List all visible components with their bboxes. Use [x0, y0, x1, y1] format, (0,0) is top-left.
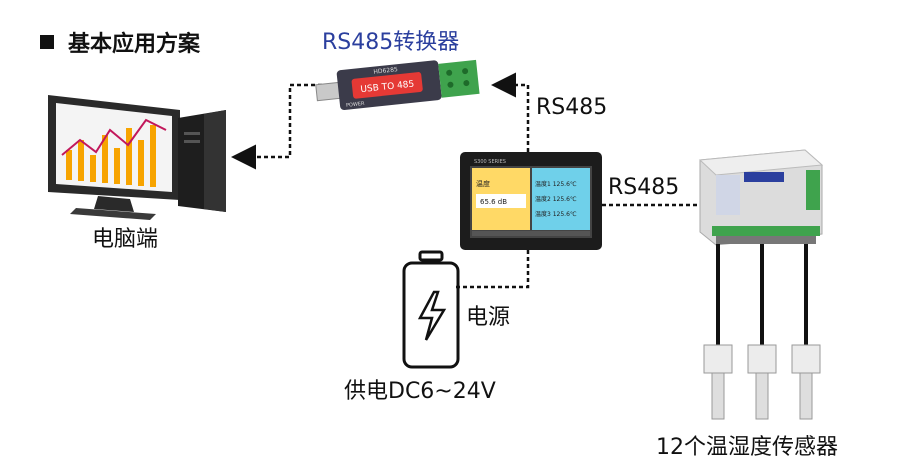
- hmi-to-converter-line: [491, 72, 530, 152]
- usb-to-pc-line: [231, 83, 322, 170]
- hmi-right-row-1: 温度1 125.6℃: [535, 180, 577, 188]
- sensors-label: 12个温湿度传感器: [656, 435, 838, 460]
- rs485-top-label: RS485: [536, 95, 607, 120]
- page-title-text: 基本应用方案: [68, 32, 201, 57]
- usb-converter-device: USB TO 485 HD6285 POWER: [315, 59, 480, 110]
- pc-label: 电脑端: [92, 227, 158, 252]
- page-title: 基本应用方案: [40, 26, 200, 58]
- converter-model-text: HD6285: [373, 66, 398, 76]
- pc-monitor-icon: [48, 95, 226, 220]
- rs485-right-label: RS485: [608, 175, 679, 200]
- hmi-series-text: S300 SERIES: [474, 159, 506, 165]
- acquisition-module-device: [698, 149, 824, 246]
- hmi-left-row-1: 温度: [476, 179, 490, 188]
- battery-power-icon: [402, 250, 460, 369]
- sensor-cables: [716, 244, 808, 345]
- connection-lines: [231, 72, 700, 289]
- sensor-probe-2: [747, 344, 777, 420]
- power-label: 电源: [466, 305, 510, 330]
- hmi-right-row-3: 温度3 125.6℃: [535, 210, 577, 218]
- sensor-probe-3: [791, 344, 821, 420]
- sensor-probe-1: [703, 344, 733, 420]
- power-to-hmi-line: [456, 250, 530, 289]
- converter-power-text: POWER: [346, 101, 366, 109]
- supply-label: 供电DC6~24V: [344, 379, 496, 404]
- square-bullet-icon: [40, 35, 54, 49]
- hmi-left-row-2: 65.6 dB: [480, 198, 507, 206]
- hmi-display-device: S300 SERIES 温度 65.6 dB 温度1 125.6℃ 温度2 12…: [460, 152, 602, 250]
- converter-title: RS485转换器: [322, 30, 460, 55]
- hmi-right-row-2: 温度2 125.6℃: [535, 195, 577, 203]
